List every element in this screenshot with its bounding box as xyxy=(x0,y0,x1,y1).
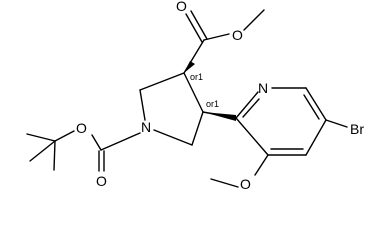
atom-labels: O O N N O O O Br xyxy=(76,0,364,192)
bond-ester-carbonyl-double-a xyxy=(185,13,203,43)
atom-o-methoxy: O xyxy=(240,176,251,192)
bond-c3-c4 xyxy=(183,72,204,113)
bond-boc-c-o-ether xyxy=(91,134,102,151)
bond-py-c6-c5-inner xyxy=(303,94,320,120)
bond-o-tbu xyxy=(54,130,75,142)
bond-n1-boc-c xyxy=(100,132,141,151)
stereo-labels: or1 or1 xyxy=(190,72,219,109)
bond-n1-c5 xyxy=(153,129,193,146)
bond-py-c6-c5 xyxy=(305,87,327,121)
atom-o-boc-carbonyl: O xyxy=(96,173,107,189)
bond-py-c3-c2 xyxy=(235,117,269,156)
molecule-drawing: O O N N O O O Br or1 or1 xyxy=(26,0,364,192)
bond-tbu-me-2 xyxy=(29,140,56,162)
bond-c2-n1 xyxy=(139,89,146,121)
bond-o-methyl xyxy=(243,9,265,31)
bond-py-c2-n-inner xyxy=(242,98,260,118)
bond-c5-c4 xyxy=(191,111,204,146)
bond-ester-carbonyl-double-b xyxy=(190,10,208,40)
bold-wedge-c4 xyxy=(203,112,236,121)
bond-c3-methoxy-o xyxy=(254,154,269,176)
atom-n-pyridine: N xyxy=(258,80,268,96)
atom-n-pyrrolidine: N xyxy=(141,119,151,135)
bond-c5-br xyxy=(325,119,348,128)
bond-tbu-me-3 xyxy=(53,140,56,171)
bond-tbu-me-1 xyxy=(26,133,56,142)
bond-py-c2-n xyxy=(235,91,259,119)
hashed-wedge-c3 xyxy=(184,61,195,73)
bond-methoxy-o-methyl xyxy=(210,178,239,188)
atom-o-ester-carbonyl: O xyxy=(176,0,187,14)
bond-ester-c-o xyxy=(203,33,230,41)
bond-c3-c2 xyxy=(139,72,185,91)
bond-py-c5-c4 xyxy=(305,119,327,156)
atom-br: Br xyxy=(350,121,364,137)
bond-lines xyxy=(26,9,348,188)
stereo-label-c3: or1 xyxy=(190,72,203,82)
stereo-label-c4: or1 xyxy=(206,99,219,109)
atom-o-boc-ether: O xyxy=(76,120,87,136)
structure-canvas: O O N N O O O Br or1 or1 xyxy=(26,0,364,192)
atom-o-ester: O xyxy=(232,27,243,43)
